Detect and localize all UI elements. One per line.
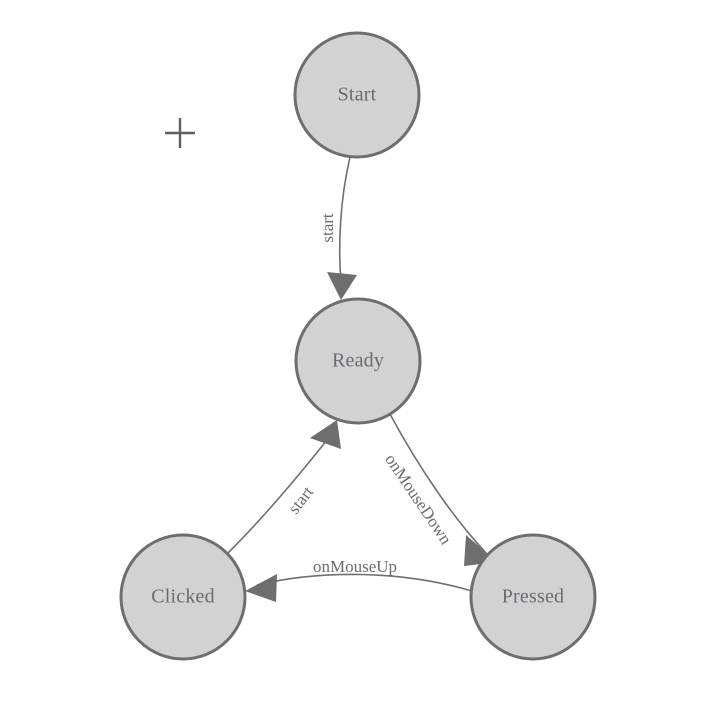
node-pressed-circle[interactable] — [469, 533, 597, 661]
node-pressed[interactable]: Pressed — [469, 533, 597, 661]
node-start-circle[interactable] — [293, 31, 421, 159]
node-ready-circle[interactable] — [294, 297, 422, 425]
arrowhead-start-to-ready — [327, 272, 357, 300]
edge-clicked-to-ready[interactable]: start — [227, 420, 341, 554]
arrowhead-pressed-to-clicked — [245, 574, 277, 602]
edge-path-ready-to-pressed — [389, 413, 488, 555]
node-start[interactable]: Start — [293, 31, 421, 159]
node-clicked-label: Clicked — [151, 586, 215, 608]
arrowhead-clicked-to-ready — [310, 420, 341, 449]
edge-ready-to-pressed[interactable]: onMouseDown — [381, 413, 497, 566]
node-ready[interactable]: Ready — [294, 297, 422, 425]
edge-label-clicked-to-ready: start — [284, 482, 317, 517]
edge-path-start-to-ready — [338, 156, 351, 283]
edge-path-clicked-to-ready — [227, 439, 328, 554]
edge-label-ready-to-pressed: onMouseDown — [381, 450, 456, 548]
node-ready-label: Ready — [332, 350, 384, 372]
node-start-label: Start — [338, 84, 377, 106]
edge-label-pressed-to-clicked: onMouseUp — [313, 557, 397, 576]
edge-start-to-ready[interactable]: start — [318, 156, 357, 300]
edge-path-pressed-to-clicked — [256, 573, 473, 592]
node-clicked[interactable]: Clicked — [119, 533, 247, 661]
node-clicked-circle[interactable] — [119, 533, 247, 661]
edge-label-start-to-ready: start — [318, 213, 337, 243]
edge-pressed-to-clicked[interactable]: onMouseUp — [245, 557, 473, 602]
node-pressed-label: Pressed — [502, 586, 565, 608]
crosshair-icon — [165, 118, 195, 148]
